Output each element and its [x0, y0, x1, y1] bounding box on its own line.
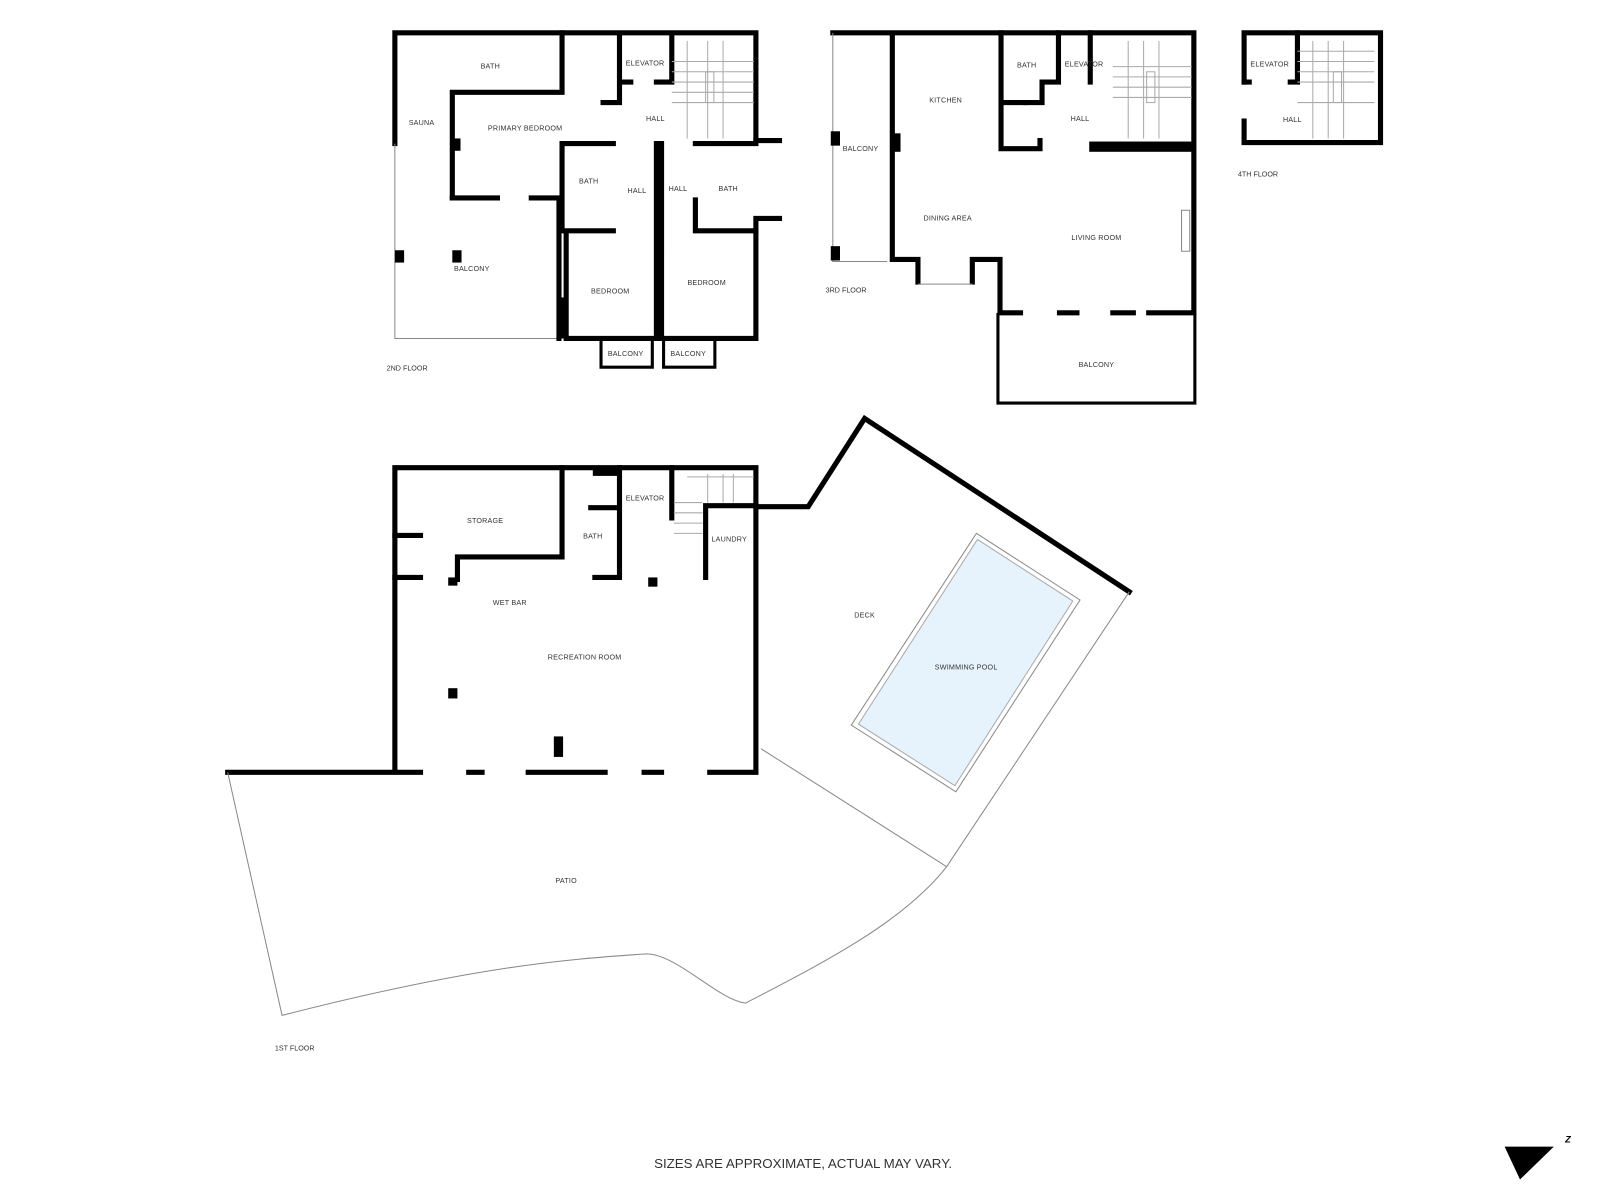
room-label: DECK [854, 611, 875, 619]
room-label: BALCONY [843, 145, 879, 153]
room-label: HALL [1071, 115, 1090, 123]
column [452, 138, 461, 151]
room-label: HALL [669, 185, 688, 193]
column [830, 131, 840, 146]
column [448, 688, 458, 699]
room-label: BALCONY [454, 265, 490, 273]
column [648, 577, 658, 587]
staircase [671, 41, 754, 139]
room-label: BEDROOM [591, 287, 629, 295]
second-floor-plan: BATH SAUNA PRIMARY BEDROOM ELEVATOR HALL… [387, 30, 783, 372]
room-label: BALCONY [608, 350, 644, 358]
room-label: HALL [628, 187, 647, 195]
wall-block [1089, 141, 1192, 152]
fourth-floor-plan: ELEVATOR HALL 4TH FLOOR [1238, 30, 1384, 178]
room-label: PRIMARY BEDROOM [488, 124, 562, 132]
room-label: ELEVATOR [1250, 61, 1289, 69]
deck-patio-divider [760, 748, 947, 868]
room-label: LAUNDRY [711, 536, 747, 544]
room-label: BATH [481, 63, 500, 71]
room-label: BEDROOM [687, 279, 725, 287]
wall-block [592, 467, 620, 476]
room-label: BATH [579, 178, 598, 186]
patio-outline [227, 591, 1130, 1017]
swimming-pool [857, 538, 1074, 787]
column [452, 250, 462, 263]
room-label: HALL [1283, 116, 1302, 124]
column [394, 250, 405, 263]
floor-label: 2ND FLOOR [387, 364, 428, 372]
staircase [1112, 41, 1192, 139]
room-label: STORAGE [467, 517, 503, 525]
room-label: PATIO [555, 877, 577, 885]
room-label: SAUNA [409, 119, 435, 127]
fireplace [1181, 209, 1191, 252]
floor-label: 4TH FLOOR [1238, 170, 1278, 178]
staircase [673, 473, 754, 534]
room-label: SWIMMING POOL [935, 664, 998, 672]
disclaimer-text: SIZES ARE APPROXIMATE, ACTUAL MAY VARY. [654, 1156, 952, 1171]
room-label: BATH [719, 185, 738, 193]
pool-edge [850, 532, 1081, 793]
room-label: DINING AREA [923, 215, 971, 223]
floor-label: 1ST FLOOR [275, 1044, 315, 1052]
room-label: KITCHEN [929, 97, 962, 105]
column [553, 736, 564, 757]
room-label: BALCONY [670, 350, 706, 358]
column [830, 246, 840, 261]
north-arrow-icon: Z [1504, 1135, 1571, 1180]
staircase [1297, 41, 1375, 139]
room-label: HALL [646, 115, 665, 123]
room-label: RECREATION ROOM [548, 653, 622, 661]
room-label: ELEVATOR [1065, 61, 1104, 69]
room-label: ELEVATOR [626, 60, 665, 68]
room-label: BALCONY [1079, 361, 1115, 369]
floor-label: 3RD FLOOR [826, 286, 867, 294]
first-floor-plan: STORAGE BATH ELEVATOR LAUNDRY WET BAR RE… [225, 414, 1133, 1052]
room-label: BATH [583, 532, 602, 540]
wall-block [557, 297, 567, 339]
room-label: WET BAR [493, 599, 527, 607]
column [448, 577, 458, 586]
compass-label: Z [1564, 1135, 1571, 1145]
third-floor-plan: KITCHEN BATH ELEVATOR HALL BALCONY DININ… [826, 30, 1197, 405]
room-label: ELEVATOR [626, 495, 665, 503]
room-label: LIVING ROOM [1071, 234, 1121, 242]
column [890, 133, 901, 152]
room-label: BATH [1017, 62, 1036, 70]
